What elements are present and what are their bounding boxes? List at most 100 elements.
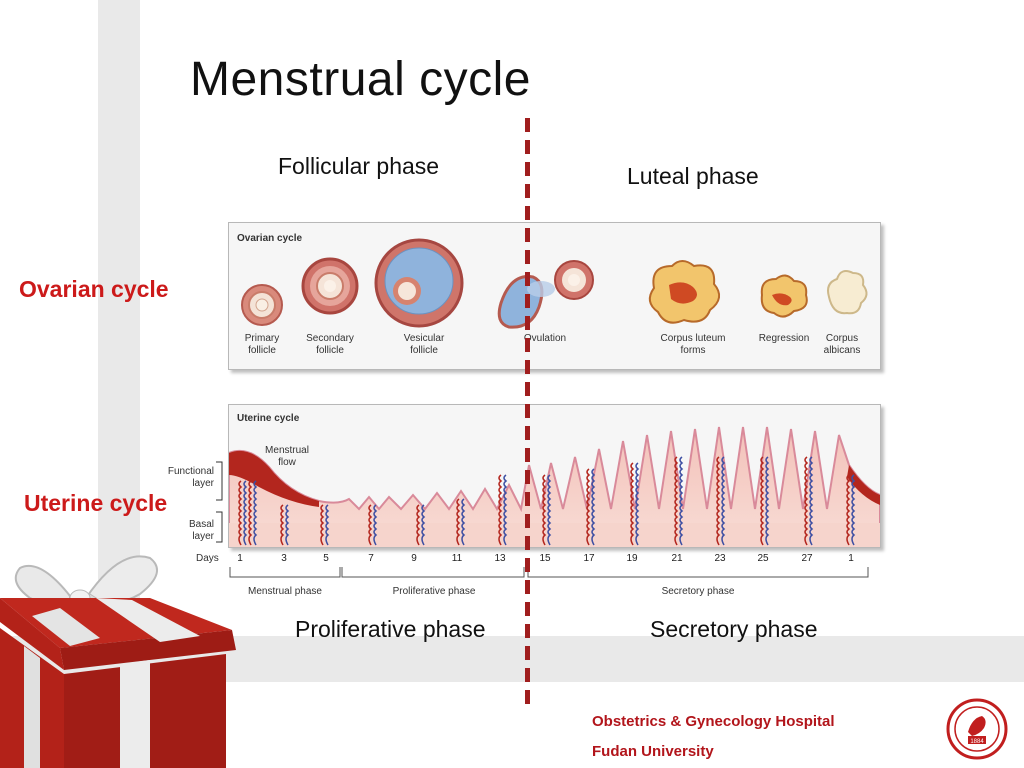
hospital-logo-seal: 1884 [946, 698, 1008, 760]
spiral-vein [851, 474, 856, 546]
ovarian-panel-title: Ovarian cycle [237, 233, 303, 244]
divider-dash [525, 162, 530, 176]
divider-dash [525, 514, 530, 528]
spiral-artery [630, 462, 635, 546]
divider-dash [525, 338, 530, 352]
spiral-artery [368, 504, 373, 546]
spiral-vein [421, 504, 426, 546]
spiral-artery [280, 504, 285, 546]
divider-dash [525, 580, 530, 594]
ovulation-image [497, 260, 594, 329]
follicular-phase-label: Follicular phase [278, 153, 440, 179]
spiral-arteries [238, 456, 856, 546]
day-tick-label: 25 [757, 553, 769, 564]
spiral-vein [721, 456, 726, 546]
divider-dash [525, 382, 530, 396]
spiral-artery [416, 504, 421, 546]
spiral-vein [503, 474, 508, 546]
day-tick-label: 17 [583, 553, 595, 564]
gift-box-image [0, 555, 236, 768]
day-tick-label: 11 [451, 553, 463, 564]
spiral-vein [591, 468, 596, 546]
spiral-artery [320, 504, 325, 546]
day-tick-label: 27 [801, 553, 813, 564]
divider-dash [525, 470, 530, 484]
menstrual-phase-caption: Menstrual phase [248, 586, 322, 597]
spiral-vein [373, 504, 378, 546]
day-tick-label: 7 [368, 553, 374, 564]
spiral-artery [238, 480, 243, 546]
day-tick-label: 13 [494, 553, 506, 564]
endometrium-illustration [229, 426, 880, 547]
divider-dash [525, 184, 530, 198]
ovarian-illustration [241, 238, 868, 329]
uterine-cycle-label: Uterine cycle [24, 490, 168, 516]
svg-text:1884: 1884 [970, 739, 984, 745]
spiral-vein [679, 456, 684, 546]
spiral-vein [547, 474, 552, 546]
uterine-panel-title: Uterine cycle [237, 413, 300, 424]
ovarian-cycle-panel: Ovarian cycle [228, 222, 881, 370]
phase-brackets [229, 567, 869, 578]
spiral-artery [248, 480, 253, 546]
divider-dash [525, 448, 530, 462]
spiral-artery [674, 456, 679, 546]
divider-dash [525, 492, 530, 506]
spiral-vein [461, 498, 466, 546]
spiral-artery [804, 456, 809, 546]
spiral-vein [809, 456, 814, 546]
divider-dash [525, 668, 530, 682]
vesicular-follicle-image [374, 238, 464, 328]
spiral-vein [635, 462, 640, 546]
divider-dash [525, 360, 530, 374]
day-tick-label: 19 [626, 553, 638, 564]
spiral-artery [846, 474, 851, 546]
hospital-name: Obstetrics & Gynecology Hospital [592, 713, 835, 730]
layer-brackets [216, 461, 223, 543]
divider-dash [525, 140, 530, 154]
slide-title: Menstrual cycle [190, 53, 531, 106]
divider-dash [525, 624, 530, 638]
spiral-vein [765, 456, 770, 546]
spiral-artery [542, 474, 547, 546]
day-tick-label: 9 [411, 553, 417, 564]
spiral-artery [760, 456, 765, 546]
divider-dash [525, 228, 530, 242]
day-tick-label: 1 [237, 553, 243, 564]
secondary-follicle-image [301, 257, 359, 315]
divider-dash [525, 294, 530, 308]
spiral-artery [456, 498, 461, 546]
divider-dash [525, 404, 530, 418]
secretory-phase-label: Secretory phase [650, 616, 818, 642]
day-tick-label: 5 [323, 553, 329, 564]
ovarian-cycle-label: Ovarian cycle [19, 276, 169, 302]
spiral-artery [586, 468, 591, 546]
days-label: Days [196, 553, 219, 564]
divider-dash [525, 272, 530, 286]
day-tick-label: 3 [281, 553, 287, 564]
spiral-vein [243, 480, 248, 546]
primary-follicle-image [241, 284, 283, 326]
spiral-vein [325, 504, 330, 546]
divider-dash [525, 558, 530, 572]
divider-dash [525, 536, 530, 550]
divider-dash [525, 426, 530, 440]
day-tick-label: 23 [714, 553, 726, 564]
luteal-phase-label: Luteal phase [627, 163, 759, 189]
divider-dash [525, 690, 530, 704]
proliferative-phase-label: Proliferative phase [295, 616, 486, 642]
university-name: Fudan University [592, 743, 714, 760]
corpus-luteum-image [648, 260, 721, 324]
divider-dash [525, 646, 530, 660]
stage-regression: Regression [758, 333, 810, 344]
day-tick-label: 1 [848, 553, 854, 564]
